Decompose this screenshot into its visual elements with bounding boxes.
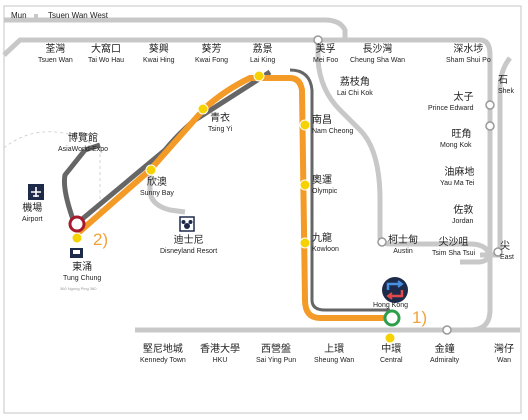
mickey-icon xyxy=(179,216,195,232)
tung-chung-line xyxy=(75,75,392,321)
dashed-boundary xyxy=(3,131,101,215)
airplane-icon xyxy=(28,184,44,200)
tung-chung-sub-label: 360 Ngong Ping 360 xyxy=(60,286,97,291)
interchange-arrows-icon xyxy=(382,277,408,303)
disneyland-line xyxy=(147,170,186,215)
tsuen-wan-line xyxy=(2,37,493,250)
kwun-tong-line xyxy=(497,56,512,250)
tuen-ma-line xyxy=(315,40,493,261)
tung-chung-red-station[interactable] xyxy=(68,215,86,233)
marker-two: 2) xyxy=(93,230,109,249)
tsuen-wan-south xyxy=(469,258,493,333)
tsuen-wan-west-label: Tsuen Wan West xyxy=(48,11,109,20)
airport-express-kowloon xyxy=(289,68,390,312)
east-link xyxy=(460,249,493,265)
mun-label: Mun xyxy=(11,11,27,20)
map-frame-border xyxy=(3,5,522,414)
airport-express-expo xyxy=(84,142,101,153)
marker-one: 1) xyxy=(412,308,428,327)
station-hong-kong[interactable]: Hong Kong xyxy=(373,302,409,309)
central-green-station[interactable] xyxy=(383,309,401,327)
west-rail-line xyxy=(4,17,348,40)
tung-chung-icon xyxy=(70,248,83,258)
station-dots xyxy=(71,35,503,344)
